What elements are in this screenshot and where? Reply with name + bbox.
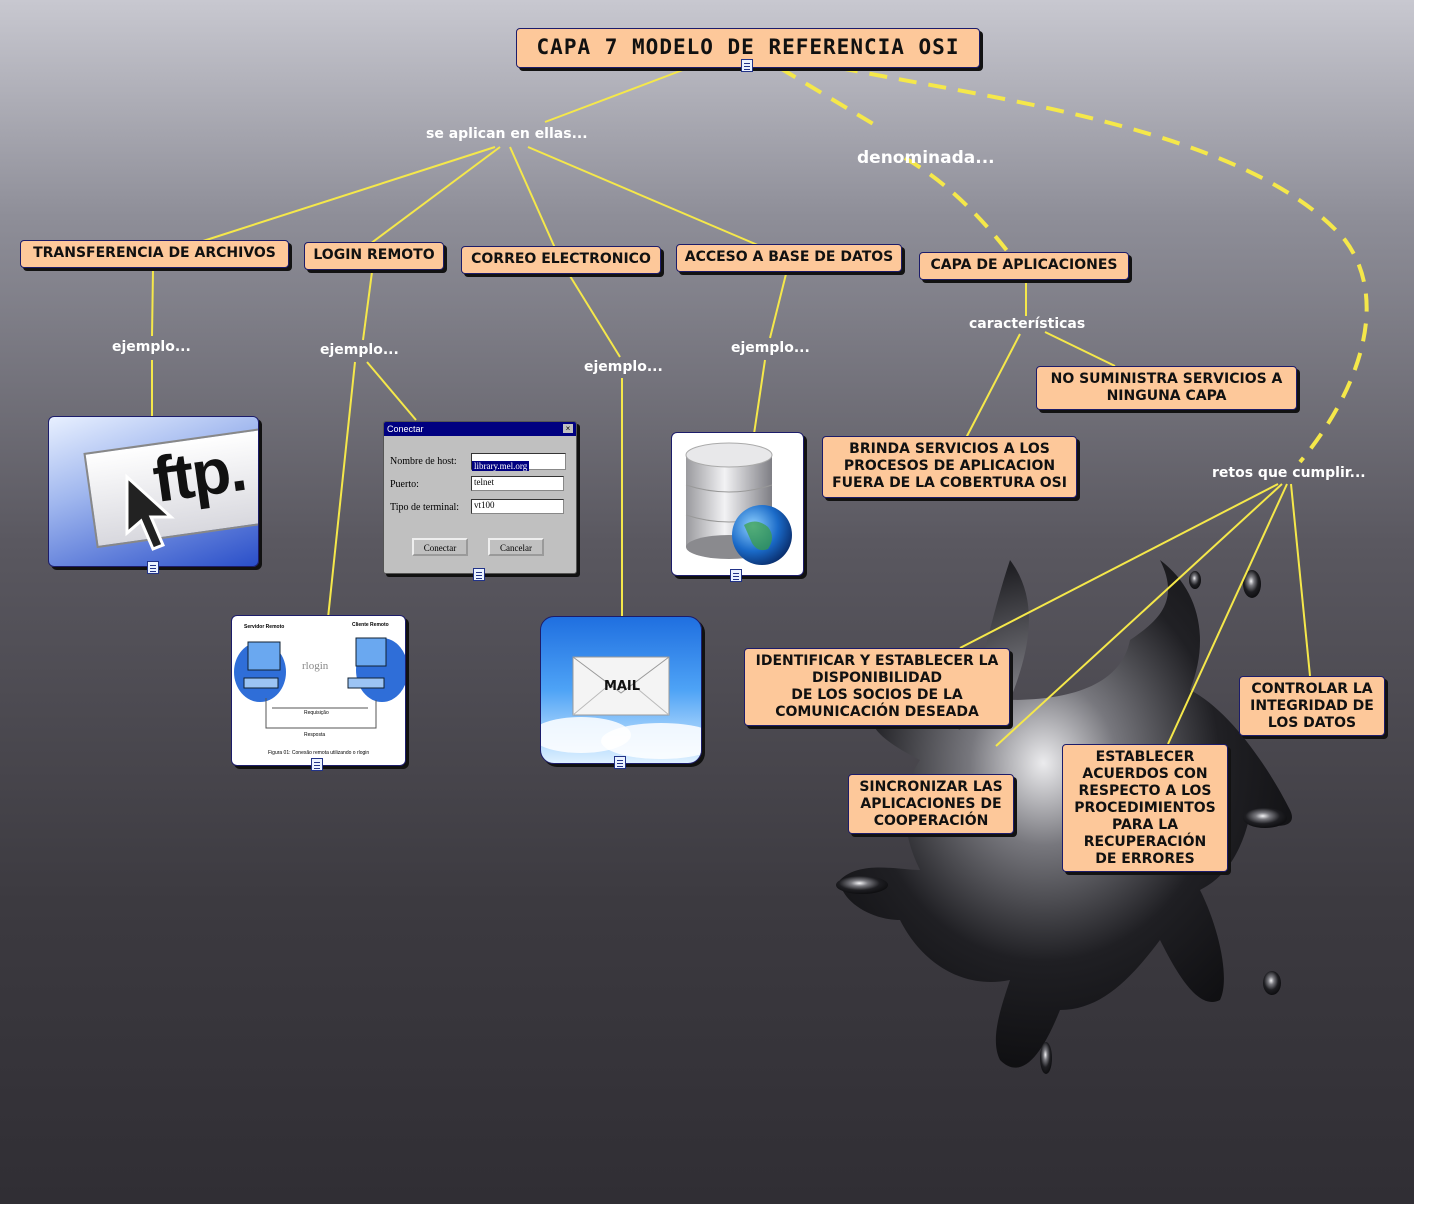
link-label-ejemplo: ejemplo... xyxy=(731,340,810,356)
link-line xyxy=(1044,331,1116,367)
computer-icons xyxy=(234,637,405,729)
node-establecer-acuerdos[interactable]: ESTABLECER ACUERDOS CON RESPECTO A LOS P… xyxy=(1062,744,1228,872)
node-transferencia-archivos[interactable]: TRANSFERENCIA DE ARCHIVOS xyxy=(20,240,289,268)
envelope-icon xyxy=(541,656,701,759)
link-label-ejemplo: ejemplo... xyxy=(584,359,663,375)
link-line xyxy=(327,361,356,619)
link-line xyxy=(959,483,1279,649)
note-icon[interactable] xyxy=(147,561,159,574)
close-icon[interactable]: × xyxy=(563,424,573,433)
note-icon[interactable] xyxy=(311,758,323,771)
link-line xyxy=(369,146,501,245)
database-image[interactable] xyxy=(671,432,804,576)
host-label: Nombre de host: xyxy=(390,456,457,467)
node-brinda-servicios[interactable]: BRINDA SERVICIOS A LOS PROCESOS DE APLIC… xyxy=(822,436,1077,498)
ftp-image[interactable]: ftp. xyxy=(48,416,259,567)
mail-image[interactable]: MAIL xyxy=(540,616,702,764)
link-label-denominada: denominada... xyxy=(857,148,995,168)
link-line xyxy=(366,361,417,421)
note-icon[interactable] xyxy=(730,569,742,582)
link-label-ejemplo: ejemplo... xyxy=(112,339,191,355)
link-label-retos: retos que cumplir... xyxy=(1212,465,1366,481)
port-label: Puerto: xyxy=(390,479,419,490)
concept-map-canvas: CAPA 7 MODELO DE REFERENCIA OSI se aplic… xyxy=(0,0,1414,1204)
link-line xyxy=(769,273,787,339)
server-label: Servidor Remoto xyxy=(244,624,285,630)
link-line xyxy=(527,146,761,247)
request-label: Requisição xyxy=(304,710,329,716)
node-acceso-base-datos[interactable]: ACCESO A BASE DE DATOS xyxy=(676,244,902,272)
note-icon[interactable] xyxy=(473,568,485,581)
link-line xyxy=(199,146,496,243)
link-line xyxy=(965,333,1021,439)
response-label: Resposta xyxy=(304,732,326,738)
link-line xyxy=(753,359,766,435)
connect-button[interactable]: Conectar xyxy=(412,538,468,556)
link-label-caracteristicas: características xyxy=(969,316,1086,332)
node-controlar-integridad[interactable]: CONTROLAR LA INTEGRIDAD DE LOS DATOS xyxy=(1239,676,1385,736)
link-line xyxy=(362,271,373,341)
database-icon xyxy=(685,442,792,565)
telnet-dialog-image[interactable]: Conectar × Nombre de host: library.mel.o… xyxy=(383,421,577,574)
link-line xyxy=(995,483,1283,747)
rlogin-diagram-image[interactable]: Servidor Remoto Cliente Remoto rlogin Re… xyxy=(231,615,406,766)
link-lines xyxy=(151,66,1369,747)
port-field[interactable]: telnet xyxy=(471,476,564,491)
cancel-button[interactable]: Cancelar xyxy=(488,538,544,556)
node-no-suministra[interactable]: NO SUMINISTRA SERVICIOS A NINGUNA CAPA xyxy=(1036,366,1297,410)
link-line xyxy=(569,275,621,358)
note-icon[interactable] xyxy=(741,59,753,72)
dashed-link xyxy=(839,66,1369,464)
link-line xyxy=(1290,483,1311,677)
link-line xyxy=(509,146,556,249)
client-label: Cliente Remoto xyxy=(352,622,389,628)
link-line xyxy=(1167,483,1288,745)
figure-caption: Figura 01: Conexão remota utilizando o r… xyxy=(268,750,370,756)
dialog-titlebar: Conectar × xyxy=(384,422,576,436)
dialog-title: Conectar xyxy=(387,424,424,434)
host-field[interactable]: library.mel.org xyxy=(471,453,566,471)
link-label-se-aplican: se aplican en ellas... xyxy=(426,126,588,142)
mail-label: MAIL xyxy=(603,679,641,694)
node-identificar-socios[interactable]: IDENTIFICAR Y ESTABLECER LA DISPONIBILID… xyxy=(744,648,1010,726)
link-label-ejemplo: ejemplo... xyxy=(320,342,399,358)
node-sincronizar[interactable]: SINCRONIZAR LAS APLICACIONES DE COOPERAC… xyxy=(848,774,1014,834)
dashed-link xyxy=(778,66,1010,254)
terminal-label: Tipo de terminal: xyxy=(390,502,460,513)
terminal-field[interactable]: vt100 xyxy=(471,499,564,514)
rlogin-label: rlogin xyxy=(302,660,329,672)
link-line xyxy=(544,67,689,123)
node-correo-electronico[interactable]: CORREO ELECTRONICO xyxy=(461,246,661,274)
node-capa-aplicaciones[interactable]: CAPA DE APLICACIONES xyxy=(919,252,1129,280)
node-login-remoto[interactable]: LOGIN REMOTO xyxy=(304,242,444,270)
host-value: library.mel.org xyxy=(472,461,530,471)
cursor-arrow-icon xyxy=(125,473,175,551)
note-icon[interactable] xyxy=(614,756,626,769)
link-line xyxy=(151,269,154,337)
